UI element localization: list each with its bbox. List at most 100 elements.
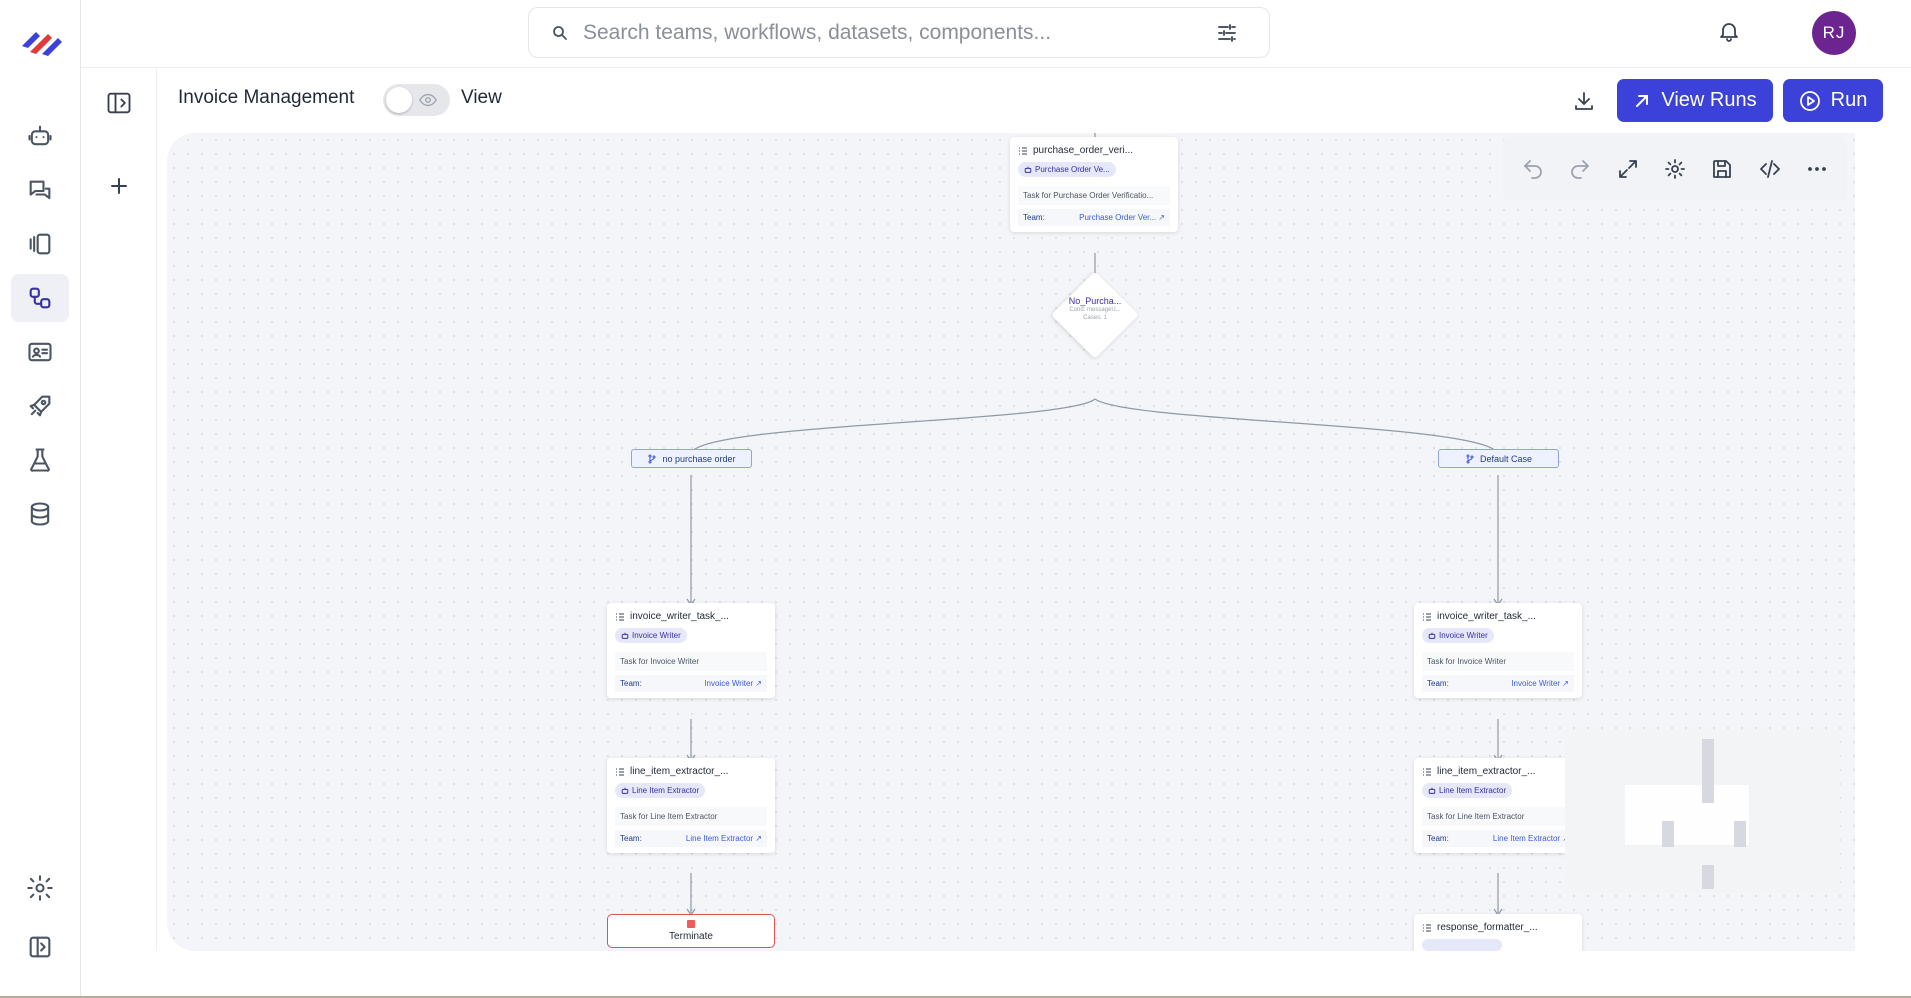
node-agent-badge: Line Item Extractor — [615, 783, 705, 798]
contact-card-icon — [26, 338, 54, 366]
nav-datasets[interactable] — [11, 490, 69, 538]
team-link[interactable]: Purchase Order Ver... ↗ — [1079, 213, 1165, 222]
redo-icon — [1568, 157, 1592, 181]
node-description: Task for Line Item Extractor — [615, 807, 767, 826]
nav-agents[interactable] — [11, 112, 69, 160]
node-agent-badge-text: Invoice Writer — [1439, 631, 1488, 640]
save-button[interactable] — [1704, 151, 1740, 187]
nav-workflows[interactable] — [11, 274, 69, 322]
redo-button[interactable] — [1562, 151, 1598, 187]
robot-icon — [26, 122, 54, 150]
layers-icon — [26, 230, 54, 258]
nav-contacts[interactable] — [11, 328, 69, 376]
filter-sliders-icon[interactable] — [1215, 21, 1239, 45]
canvas-settings-button[interactable] — [1657, 151, 1693, 187]
bell-icon — [1717, 18, 1741, 44]
view-mode-toggle[interactable] — [383, 84, 450, 116]
notifications-button[interactable] — [1712, 14, 1746, 48]
canvas-minimap[interactable] — [1565, 729, 1840, 892]
team-label: Team: — [1023, 213, 1045, 222]
node-agent-badge-text: Purchase Order Ve... — [1035, 165, 1110, 174]
sidebar-expand-icon — [26, 933, 54, 961]
edge-label-default-case[interactable]: Default Case — [1438, 449, 1559, 468]
node-invoice-writer-left[interactable]: invoice_writer_task_... Invoice Writer T… — [607, 603, 775, 698]
app-logo[interactable] — [20, 24, 64, 58]
more-horizontal-icon — [1805, 157, 1829, 181]
task-list-icon — [1018, 146, 1028, 156]
nav-expand[interactable] — [11, 923, 69, 971]
play-circle-icon — [1799, 90, 1821, 112]
minimap-node — [1734, 821, 1746, 847]
branch-icon — [1465, 454, 1475, 464]
team-link[interactable]: Invoice Writer ↗ — [704, 679, 762, 688]
task-list-icon — [615, 612, 625, 622]
panel-toggle-button[interactable] — [103, 87, 135, 119]
nav-chats[interactable] — [11, 167, 69, 215]
toggle-knob — [386, 87, 412, 113]
edge-label-text: Default Case — [1480, 454, 1532, 464]
nav-settings[interactable] — [11, 864, 69, 912]
robot-icon — [621, 632, 629, 640]
minimap-node — [1662, 821, 1674, 847]
robot-icon — [1428, 787, 1436, 795]
node-terminate[interactable]: Terminate — [607, 914, 775, 948]
condition-title: No_Purcha... — [1055, 296, 1135, 306]
terminate-label: Terminate — [669, 931, 713, 942]
node-agent-badge: Line Item Extractor — [1422, 783, 1512, 798]
workflow-panel — [81, 69, 157, 951]
code-icon — [1758, 157, 1782, 181]
eye-icon — [419, 92, 437, 108]
fullscreen-button[interactable] — [1610, 151, 1646, 187]
node-title-text: line_item_extractor_... — [1437, 766, 1535, 777]
nav-deploy[interactable] — [11, 382, 69, 430]
more-options-button[interactable] — [1799, 151, 1835, 187]
team-link[interactable]: Line Item Extractor ↗ — [1493, 834, 1569, 843]
node-title-text: invoice_writer_task_... — [1437, 611, 1536, 622]
minimap-viewport[interactable] — [1625, 785, 1749, 845]
workflows-icon — [26, 284, 54, 312]
view-runs-button[interactable]: View Runs — [1617, 79, 1773, 122]
node-agent-badge: Invoice Writer — [615, 628, 687, 643]
team-link-text: Invoice Writer — [1511, 679, 1560, 688]
node-invoice-writer-right[interactable]: invoice_writer_task_... Invoice Writer T… — [1414, 603, 1582, 698]
rocket-icon — [26, 392, 54, 420]
search-icon — [551, 24, 569, 42]
workflow-canvas[interactable]: purchase_order_veri... Purchase Order Ve… — [167, 133, 1855, 951]
node-team-row: Team: Invoice Writer ↗ — [1422, 675, 1574, 692]
node-purchase-order-verification[interactable]: purchase_order_veri... Purchase Order Ve… — [1010, 137, 1178, 232]
edge-condition-right — [1095, 399, 1498, 455]
gear-icon — [26, 874, 54, 902]
undo-button[interactable] — [1515, 151, 1551, 187]
left-nav-rail — [0, 0, 81, 996]
plus-icon — [110, 177, 128, 195]
search-input[interactable] — [583, 21, 1215, 45]
condition-node[interactable]: No_Purcha... Cond: messageU... Cases: 1 — [1055, 296, 1135, 322]
node-agent-badge-text: Invoice Writer — [632, 631, 681, 640]
team-label: Team: — [1427, 834, 1449, 843]
node-team-row: Team: Line Item Extractor ↗ — [615, 830, 767, 847]
node-title: line_item_extractor_... — [615, 766, 767, 777]
node-line-item-extractor-left[interactable]: line_item_extractor_... Line Item Extrac… — [607, 758, 775, 853]
run-button[interactable]: Run — [1783, 79, 1883, 122]
node-title-text: line_item_extractor_... — [630, 766, 728, 777]
node-agent-badge: Invoice Writer — [1422, 628, 1494, 643]
condition-cases: Cases: 1 — [1055, 314, 1135, 322]
team-link[interactable]: Line Item Extractor ↗ — [686, 834, 762, 843]
task-list-icon — [1422, 612, 1432, 622]
team-link-text: Invoice Writer — [704, 679, 753, 688]
node-line-item-extractor-right[interactable]: line_item_extractor_... Line Item Extrac… — [1414, 758, 1582, 853]
nav-layers[interactable] — [11, 220, 69, 268]
node-response-formatter-right[interactable]: response_formatter_... — [1414, 914, 1582, 951]
download-button[interactable] — [1567, 84, 1601, 118]
condition-expression: Cond: messageU... — [1055, 306, 1135, 314]
edge-label-no-purchase-order[interactable]: no purchase order — [631, 449, 752, 468]
team-link[interactable]: Invoice Writer ↗ — [1511, 679, 1569, 688]
code-view-button[interactable] — [1752, 151, 1788, 187]
branch-icon — [647, 454, 657, 464]
add-workflow-button[interactable] — [105, 172, 133, 200]
external-link-icon: ↗ — [1562, 679, 1569, 688]
global-search[interactable] — [528, 7, 1270, 58]
team-link-text: Purchase Order Ver... — [1079, 213, 1156, 222]
nav-evaluations[interactable] — [11, 436, 69, 484]
user-avatar[interactable]: RJ — [1812, 11, 1856, 55]
